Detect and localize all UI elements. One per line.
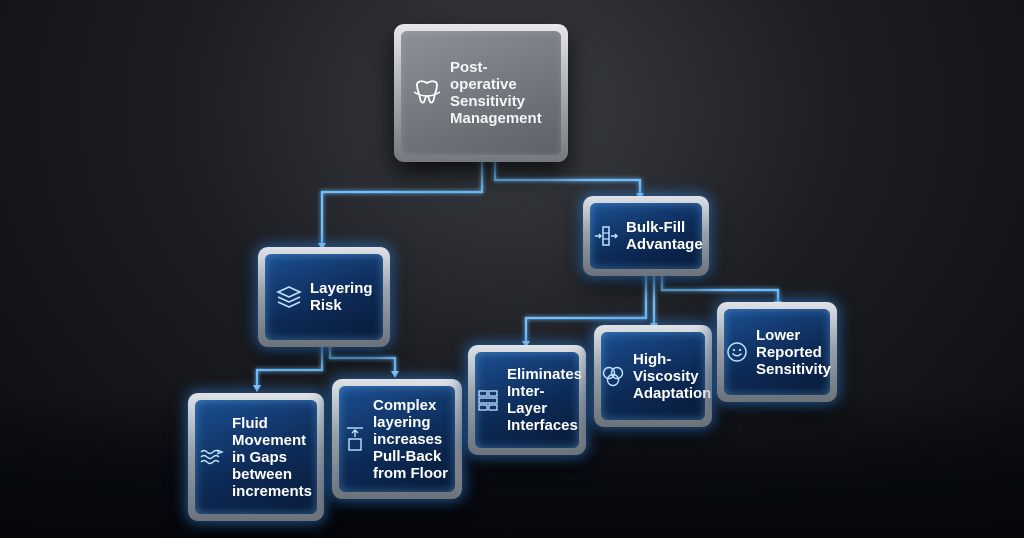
bulk-fill-label: Bulk-Fill Advantage: [626, 219, 703, 253]
connector-bulkfill-to-eliminates: [524, 270, 648, 344]
layers-icon: [276, 285, 302, 309]
complex-layering-node: Complex layering increases Pull-Back fro…: [332, 379, 462, 499]
fluid-movement-label: Fluid Movement in Gaps between increment…: [231, 414, 313, 500]
high-viscosity-label: High-Viscosity Adaptation: [633, 350, 712, 402]
connector-layering-to-complex: [328, 343, 397, 374]
eliminates-interfaces-node: Eliminates Inter-Layer Interfaces: [468, 345, 586, 455]
high-viscosity-node: High-Viscosity Adaptation: [594, 325, 712, 427]
connector-root-to-bulkfill: [493, 158, 642, 196]
layering-risk-label: Layering Risk: [310, 280, 373, 314]
eliminates-interfaces-label: Eliminates Inter-Layer Interfaces: [507, 366, 583, 434]
bulk-fill-icon: [594, 225, 618, 247]
viscosity-icon: [601, 365, 625, 387]
bulk-fill-node: Bulk-Fill Advantage: [583, 196, 709, 276]
waves-arrow-icon: [200, 447, 224, 467]
complex-layering-label: Complex layering increases Pull-Back fro…: [373, 396, 448, 482]
smile-icon: [726, 341, 748, 363]
blocks-icon: [477, 389, 499, 411]
root-label: Post-operative Sensitivity Management: [450, 59, 542, 127]
connector-root-to-layering: [320, 158, 484, 246]
connector-bulkfill-to-lower: [660, 270, 780, 304]
root-node: Post-operative Sensitivity Management: [394, 24, 568, 162]
tooth-icon: [412, 80, 442, 106]
fluid-movement-node: Fluid Movement in Gaps between increment…: [188, 393, 324, 521]
lower-sensitivity-label: Lower Reported Sensitivity: [756, 326, 832, 378]
lower-sensitivity-node: Lower Reported Sensitivity: [717, 302, 837, 402]
pullback-icon: [345, 426, 365, 452]
layering-risk-node: Layering Risk: [258, 247, 390, 347]
connector-layering-to-fluid: [255, 343, 324, 388]
